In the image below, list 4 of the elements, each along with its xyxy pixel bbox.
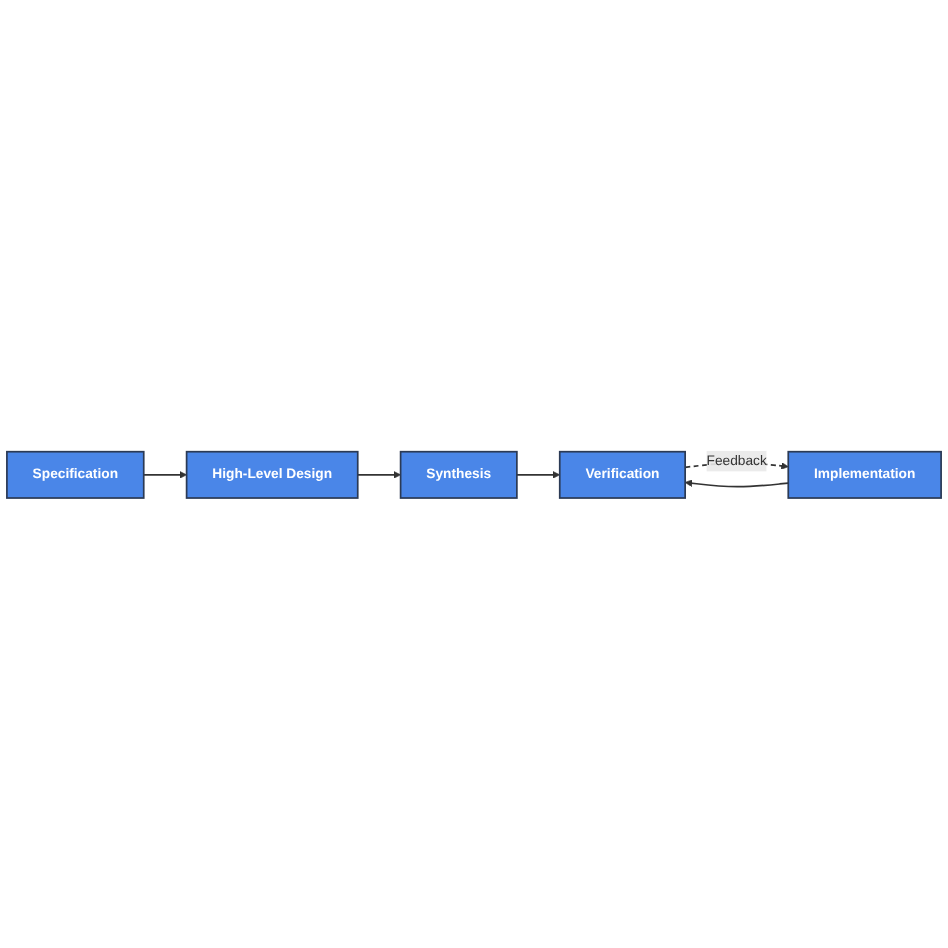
arrow (516, 470, 561, 479)
arrow (684, 479, 790, 488)
arrow (142, 470, 187, 479)
arrow (356, 470, 401, 479)
